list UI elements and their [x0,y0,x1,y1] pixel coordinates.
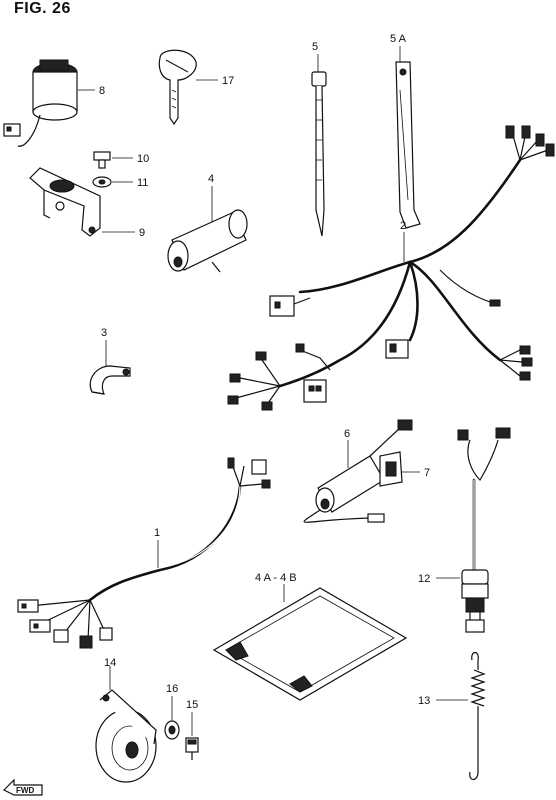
callout-15: 15 [186,699,198,711]
clamp-5a-part [395,61,421,229]
callout-3: 3 [101,327,107,339]
callout-11: 11 [137,177,148,189]
bracket-9-part [29,167,101,237]
cable-tie-5-part [311,71,327,237]
clamp-3-part [89,365,131,395]
figure-title: FIG. 26 [14,0,71,17]
callout-10: 10 [137,153,149,165]
callout-16: 16 [166,683,178,695]
horn-14-part [95,689,157,783]
coil-4-part [167,209,248,273]
fwd-arrow-icon: FWD [2,778,43,796]
callout-5: 5 [312,41,318,53]
fwd-label: FWD [16,786,34,795]
callout-17: 17 [222,75,234,87]
switch-12-part [457,427,511,633]
spring-13-part [469,651,486,781]
bolt-15-part [185,737,199,760]
washer-16-part [164,720,180,740]
callout-4: 4 [208,173,214,185]
callout-1: 1 [154,527,160,539]
callout-14: 14 [104,657,116,669]
callout-6: 6 [344,428,350,440]
callout-9: 9 [139,227,145,239]
key-part [158,49,197,126]
callout-4a-4b: 4 A - 4 B [255,572,297,584]
bolt-10-part [93,151,111,169]
callout-12: 12 [418,573,430,585]
wiring-harness-1-part [17,457,271,649]
holder-7-part [379,451,403,487]
callout-8: 8 [99,85,105,97]
washer-11-part [92,176,112,188]
callout-7: 7 [424,467,430,479]
callout-2: 2 [400,220,406,232]
ignition-switch-part [3,59,78,147]
callout-5a: 5 A [390,33,407,45]
wiring-harness-2-part [227,125,555,411]
label-sheet-4a-4b-part [212,587,408,701]
callout-13: 13 [418,695,430,707]
